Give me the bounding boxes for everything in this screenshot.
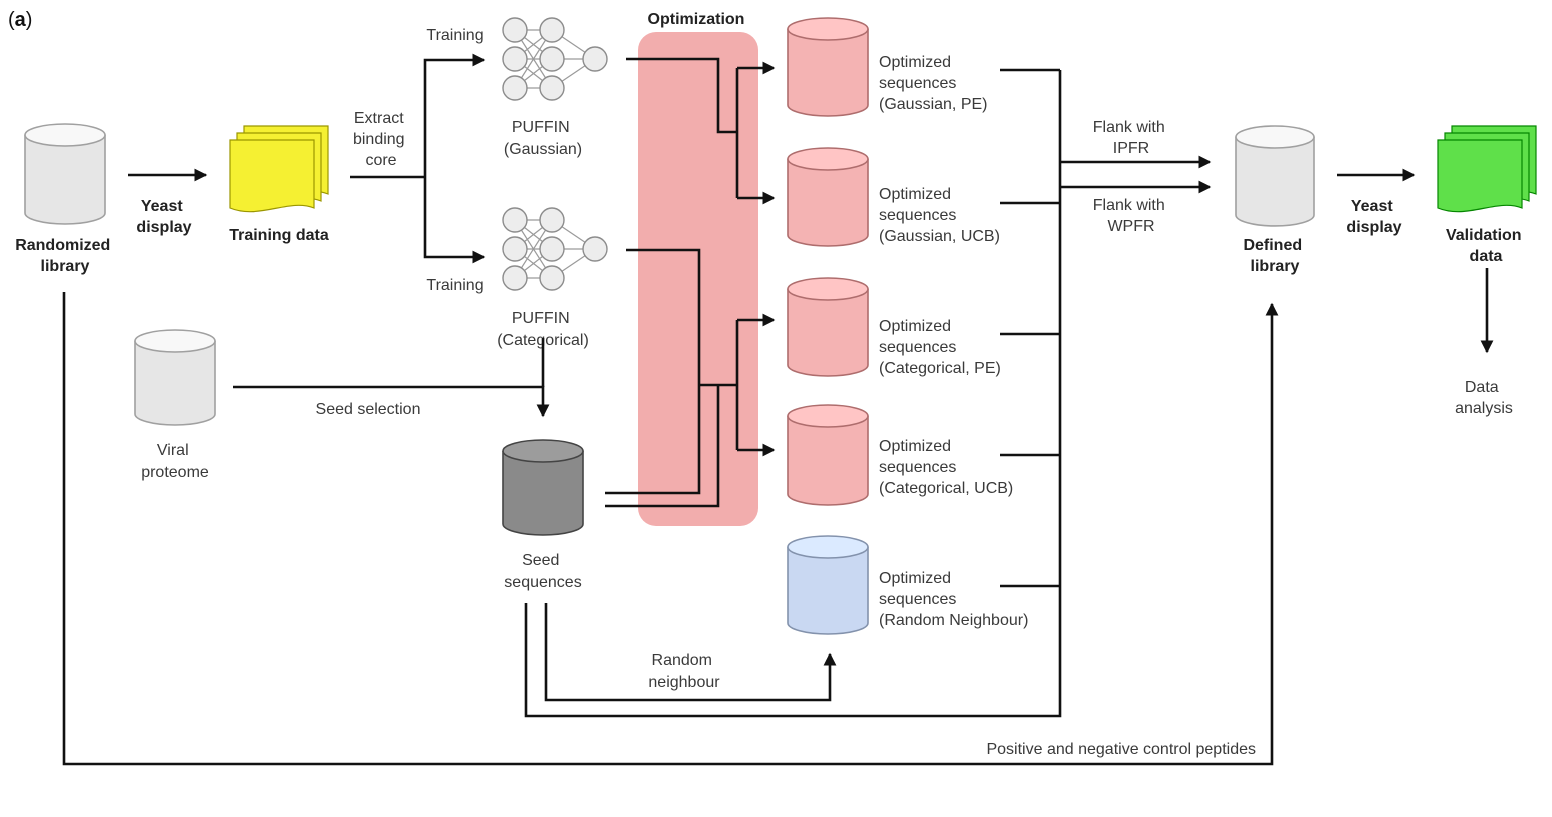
nn-node <box>539 17 565 43</box>
nn-node <box>502 46 528 72</box>
random-neighbour-label: Random neighbour <box>648 652 720 691</box>
defined-library-label: Defined library <box>1243 237 1306 275</box>
training-data-pages <box>229 125 329 213</box>
arrow-control-peptides <box>62 292 1279 766</box>
connector-gaussian-opt <box>626 57 737 134</box>
connector-seed-opt <box>605 385 720 508</box>
cylinder-top <box>787 404 869 428</box>
cylinder-top <box>787 535 869 559</box>
flank-wpfr-label: Flank with WPFR <box>1093 197 1169 235</box>
nn-node <box>539 46 565 72</box>
nn-node <box>502 207 528 233</box>
opt-gaussian-ucb-label: Optimized sequences (Gaussian, UCB) <box>879 186 1000 245</box>
cylinder-body <box>24 135 106 225</box>
extract-binding-core-label: Extract binding core <box>353 110 409 169</box>
opt-random-cylinder <box>787 535 869 635</box>
control-peptides-label: Positive and negative control peptides <box>986 741 1256 758</box>
validation-data-label: Validation data <box>1446 227 1526 265</box>
training-bottom-label: Training <box>426 277 483 294</box>
viral-proteome-label: Viral proteome <box>141 442 209 481</box>
nn-node <box>582 236 608 262</box>
nn-node <box>502 17 528 43</box>
opt-random-label: Optimized sequences (Random Neighbour) <box>879 570 1028 629</box>
cylinder-body <box>787 159 869 247</box>
puffin-gaussian-network-icon <box>502 17 608 101</box>
seed-sequences-cylinder <box>502 439 584 536</box>
connector-categorical-opt <box>605 248 701 495</box>
arrow-training-categorical <box>423 177 486 264</box>
nn-node <box>539 265 565 291</box>
flank-ipfr-label: Flank with IPFR <box>1093 119 1169 157</box>
cylinder-body <box>787 289 869 377</box>
cylinder-top <box>24 123 106 147</box>
cylinder-body <box>502 451 584 536</box>
cylinder-body <box>134 341 216 426</box>
training-data-label: Training data <box>229 227 329 244</box>
nn-node <box>582 46 608 72</box>
nn-node <box>502 265 528 291</box>
connector-seed-to-merge <box>524 70 1062 718</box>
seed-selection-label: Seed selection <box>316 401 421 418</box>
randomized-library-label: Randomized library <box>15 237 115 275</box>
opt-gaussian-pe-label: Optimized sequences (Gaussian, PE) <box>879 54 987 113</box>
training-top-label: Training <box>426 27 483 44</box>
cylinder-top <box>787 147 869 171</box>
seed-sequences-label: Seed sequences <box>504 552 581 591</box>
opt-categorical-pe-label: Optimized sequences (Categorical, PE) <box>879 318 1001 377</box>
nn-node <box>539 207 565 233</box>
cylinder-top <box>502 439 584 463</box>
yeast-display-1-label: Yeast display <box>136 198 191 236</box>
puffin-categorical-network-icon <box>502 207 608 291</box>
opt-categorical-ucb-label: Optimized sequences (Categorical, UCB) <box>879 438 1013 497</box>
opt-gaussian-pe-cylinder <box>787 17 869 117</box>
puffin-gaussian-label: PUFFIN (Gaussian) <box>504 119 582 158</box>
nn-node <box>539 236 565 262</box>
nn-node <box>502 75 528 101</box>
cylinder-body <box>1235 137 1315 227</box>
opt-categorical-ucb-cylinder <box>787 404 869 506</box>
cylinder-body <box>787 416 869 506</box>
viral-proteome-cylinder <box>134 329 216 426</box>
yeast-display-2-label: Yeast display <box>1346 198 1401 236</box>
nn-node <box>539 75 565 101</box>
data-analysis-label: Data analysis <box>1455 379 1513 417</box>
cylinder-top <box>134 329 216 353</box>
arrow-training-gaussian <box>423 53 486 177</box>
arrow-random-neighbour <box>544 603 837 702</box>
cylinder-top <box>1235 125 1315 149</box>
validation-data-pages <box>1437 125 1537 213</box>
opt-categorical-pe-cylinder <box>787 277 869 377</box>
optimization-title: Optimization <box>648 11 745 28</box>
cylinder-body <box>787 29 869 117</box>
opt-gaussian-ucb-cylinder <box>787 147 869 247</box>
cylinder-top <box>787 277 869 301</box>
nn-node <box>502 236 528 262</box>
page-sheet <box>1437 139 1523 213</box>
defined-library-cylinder <box>1235 125 1315 227</box>
randomized-library-cylinder <box>24 123 106 225</box>
cylinder-body <box>787 547 869 635</box>
panel-label: (a) <box>8 9 32 31</box>
cylinder-top <box>787 17 869 41</box>
page-sheet <box>229 139 315 213</box>
